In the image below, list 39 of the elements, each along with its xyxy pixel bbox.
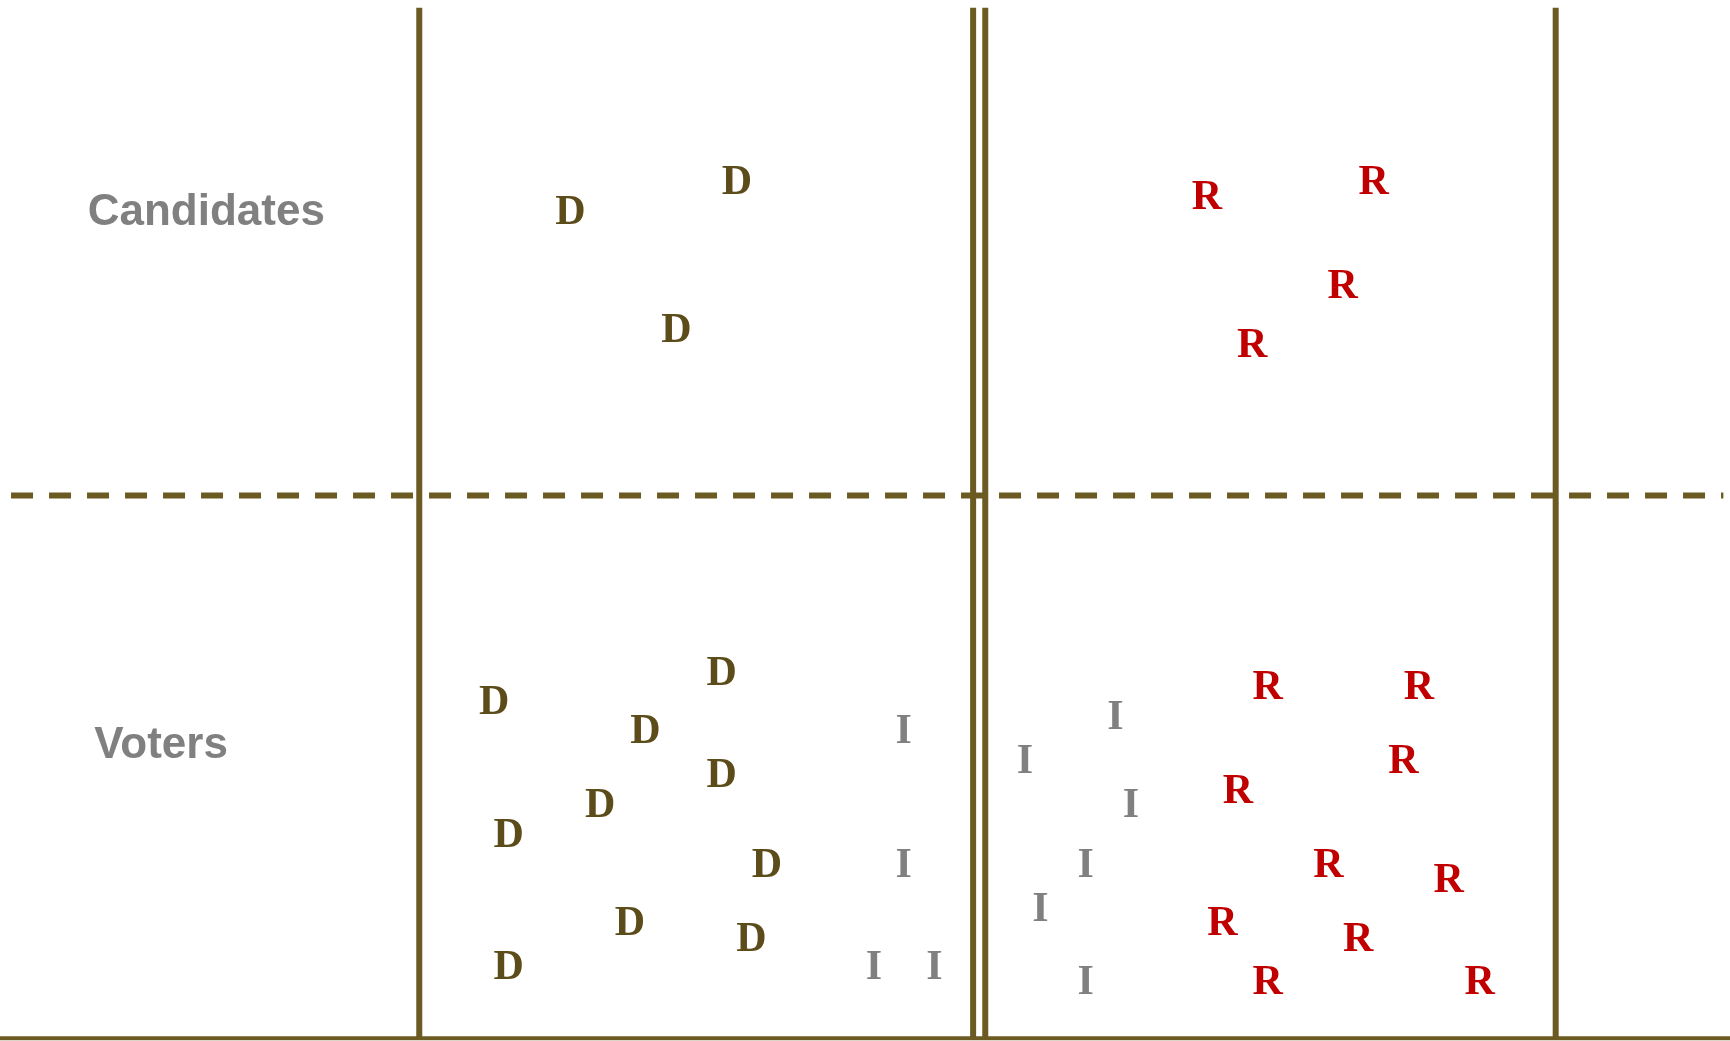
row-label: Candidates [87,187,325,232]
party-letter: I [1122,782,1140,825]
party-letter: R [1207,900,1238,943]
party-letter: I [1077,958,1094,1001]
party-letter: D [721,158,753,201]
party-letter: D [630,708,661,751]
party-letter: D [706,649,737,692]
party-letter: R [1237,322,1268,365]
party-letter: R [1388,738,1419,781]
party-letter: R [1222,767,1254,810]
party-letter: R [1358,158,1389,201]
party-letter: I [895,708,912,751]
party-letter: R [1343,915,1374,958]
party-letter: D [614,900,646,943]
row-label: Voters [94,720,228,765]
party-letter: D [555,188,586,231]
party-letter: R [1403,664,1435,707]
party-letter: R [1252,958,1283,1001]
party-letter: I [1016,738,1034,781]
party-letter: D [585,782,616,825]
party-letter: I [1107,693,1124,736]
party-letter: R [1252,664,1283,707]
party-letter: I [1032,885,1049,928]
party-letter: R [1464,958,1495,1001]
party-letter: I [895,841,912,884]
party-letter: D [751,841,782,884]
party-letter: I [1077,841,1094,884]
party-letter: R [1433,857,1464,900]
party-letter: D [493,944,524,987]
party-letter: I [865,944,882,987]
party-letter: R [1313,841,1344,884]
party-letter: I [926,944,943,987]
party-letter: R [1191,174,1223,217]
party-letter: D [479,678,510,721]
party-letter: D [493,812,524,854]
party-letter: D [661,306,692,349]
party-letter: D [736,915,767,958]
party-letter: R [1327,262,1358,305]
party-letter: D [706,752,737,795]
